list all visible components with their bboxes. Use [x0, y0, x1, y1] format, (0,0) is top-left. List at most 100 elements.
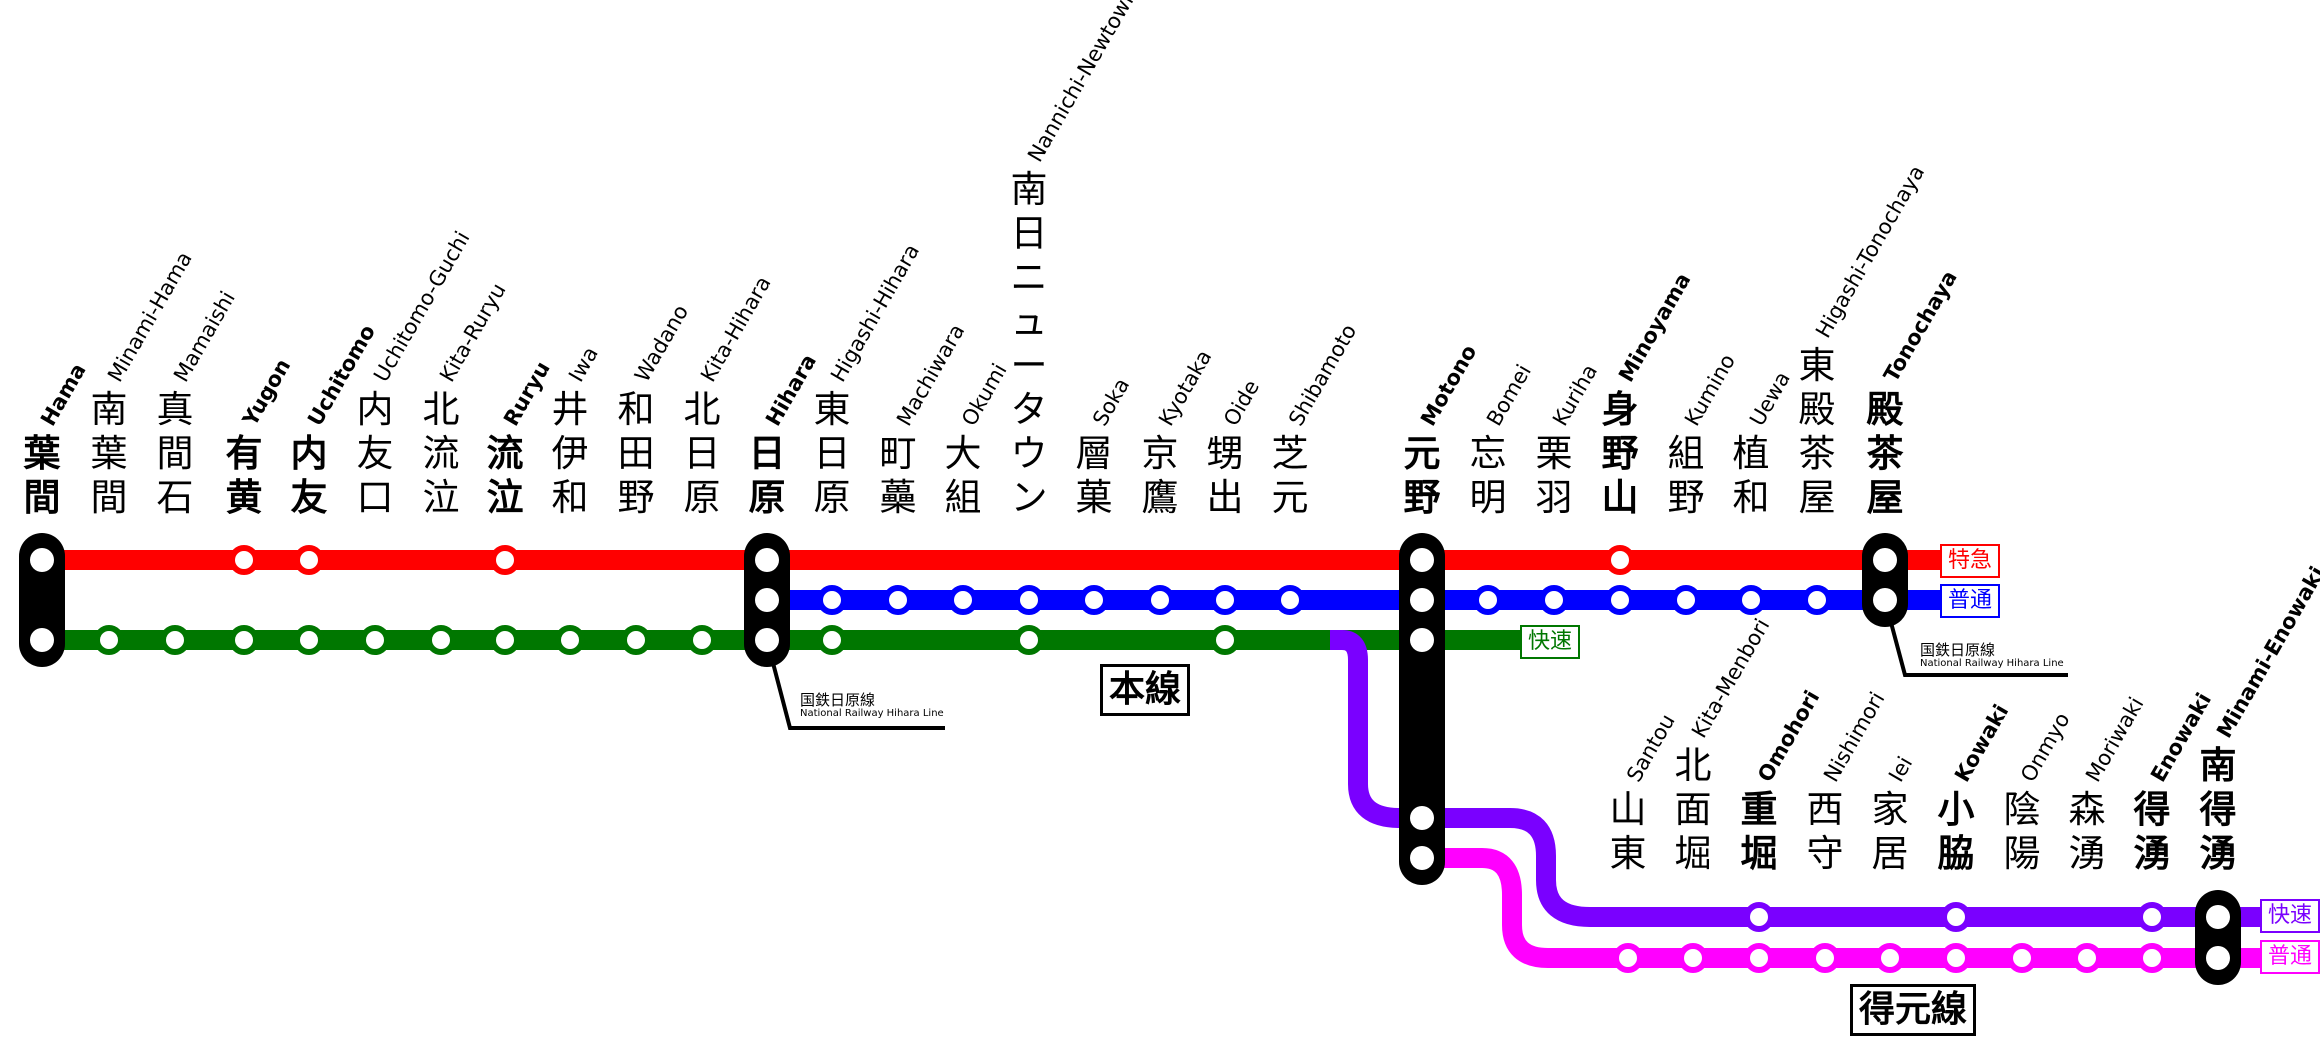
stop-rapid-main	[621, 625, 651, 655]
station-name-jp: 家居	[1871, 788, 1909, 875]
connection-label-tonochaya: 国鉄日原線 National Railway Hihara Line	[1920, 641, 2064, 670]
interchange-tonochaya	[1862, 533, 1908, 627]
stop-local-main	[948, 585, 978, 615]
service-label-local-main: 普通	[1940, 584, 2001, 618]
station-name-jp: 井伊和	[551, 388, 589, 519]
station-name-jp: 身野山	[1601, 388, 1639, 519]
interchange-dot	[755, 588, 779, 612]
stop-express	[1605, 545, 1635, 575]
station-name-jp: 京鷹	[1141, 432, 1179, 519]
stop-rapid-branch	[1941, 902, 1971, 932]
interchange-dot	[1410, 806, 1434, 830]
stop-rapid-branch	[2137, 902, 2167, 932]
interchange-dot	[1410, 628, 1434, 652]
service-label-local-branch: 普通	[2260, 940, 2320, 974]
station-name-jp: 殿茶屋	[1866, 388, 1904, 519]
stop-local-main	[1539, 585, 1569, 615]
station-name-jp: 有黄	[225, 432, 263, 519]
line-name-branch: 得元線	[1850, 984, 1977, 1036]
stop-rapid-main	[687, 625, 717, 655]
station-name-jp: 大組	[944, 432, 982, 519]
connection-en: National Railway Hihara Line	[1920, 658, 2064, 669]
line-name-main: 本線	[1100, 664, 1191, 716]
stop-local-branch	[1941, 943, 1971, 973]
stop-rapid-main	[229, 625, 259, 655]
stop-local-branch	[1678, 943, 1708, 973]
stop-local-main	[1275, 585, 1305, 615]
station-name-jp: 陰陽	[2003, 788, 2041, 875]
station-name-jp: 組野	[1667, 432, 1705, 519]
interchange-dot	[755, 548, 779, 572]
station-name-jp: 日原	[748, 432, 786, 519]
station-name-jp: 東日原	[813, 388, 851, 519]
station-name-jp: 和田野	[617, 388, 655, 519]
service-label-rapid-main: 快速	[1520, 625, 1581, 659]
stop-local-branch	[1810, 943, 1840, 973]
stop-express	[490, 545, 520, 575]
station-name-jp: 小脇	[1937, 788, 1975, 875]
station-name-jp: 北日原	[683, 388, 721, 519]
stop-local-main	[1210, 585, 1240, 615]
station-name-jp: 得湧	[2133, 788, 2171, 875]
station-name-jp: 栗羽	[1535, 432, 1573, 519]
stop-rapid-main	[360, 625, 390, 655]
station-name-jp: 重堀	[1740, 788, 1778, 875]
stop-rapid-main	[490, 625, 520, 655]
interchange-dot	[30, 628, 54, 652]
stop-local-branch	[2072, 943, 2102, 973]
interchange-dot	[1873, 588, 1897, 612]
connection-jp: 国鉄日原線	[1920, 641, 1996, 659]
connection-label-hihara: 国鉄日原線 National Railway Hihara Line	[800, 691, 944, 720]
interchange-dot	[1873, 548, 1897, 572]
station-name-jp: 北面堀	[1674, 744, 1712, 875]
station-name-jp: 甥出	[1206, 432, 1244, 519]
interchange-minami-enowaki	[2195, 890, 2241, 985]
station-name-jp: 芝元	[1271, 432, 1309, 519]
station-name-jp: 南得湧	[2199, 744, 2237, 875]
stop-local-main	[1079, 585, 1109, 615]
stop-local-branch	[2007, 943, 2037, 973]
interchange-dot	[755, 628, 779, 652]
service-label-rapid-branch: 快速	[2260, 899, 2320, 933]
stop-rapid-main	[555, 625, 585, 655]
stop-local-main	[1736, 585, 1766, 615]
interchange-dot	[1410, 588, 1434, 612]
rapid-branch-track	[1330, 630, 2265, 927]
station-name-jp: 森湧	[2068, 788, 2106, 875]
stop-local-main	[1671, 585, 1701, 615]
station-name-jp: 南日ニュータウン	[1010, 168, 1048, 519]
connection-en: National Railway Hihara Line	[800, 708, 944, 719]
interchange-dot	[1410, 548, 1434, 572]
stop-local-branch	[2137, 943, 2167, 973]
stop-rapid-main	[426, 625, 456, 655]
stop-rapid-main	[94, 625, 124, 655]
station-name-jp: 層菓	[1075, 432, 1113, 519]
local-branch-track	[1422, 848, 2265, 968]
station-name-jp: 西守	[1806, 788, 1844, 875]
station-name-jp: 北流泣	[422, 388, 460, 519]
stop-rapid-main	[294, 625, 324, 655]
stop-local-main	[817, 585, 847, 615]
stop-rapid-branch	[1744, 902, 1774, 932]
station-name-jp: 内友	[290, 432, 328, 519]
interchange-motono	[1399, 533, 1445, 885]
connection-jp: 国鉄日原線	[800, 691, 876, 709]
stop-local-branch	[1744, 943, 1774, 973]
stop-local-main	[1605, 585, 1635, 615]
stop-local-branch	[1875, 943, 1905, 973]
station-name-jp: 町蘽	[879, 432, 917, 519]
stop-local-main	[1145, 585, 1175, 615]
station-name-jp: 元野	[1403, 432, 1441, 519]
interchange-dot	[2206, 946, 2230, 970]
station-name-jp: 東殿茶屋	[1798, 344, 1836, 519]
stop-rapid-main	[817, 625, 847, 655]
station-name-jp: 南葉間	[90, 388, 128, 519]
stop-local-main	[1802, 585, 1832, 615]
station-name-jp: 真間石	[156, 388, 194, 519]
stop-rapid-main	[1210, 625, 1240, 655]
interchange-hama	[19, 533, 65, 667]
stop-local-main	[1473, 585, 1503, 615]
stop-local-branch	[1613, 943, 1643, 973]
station-name-jp: 流泣	[486, 432, 524, 519]
